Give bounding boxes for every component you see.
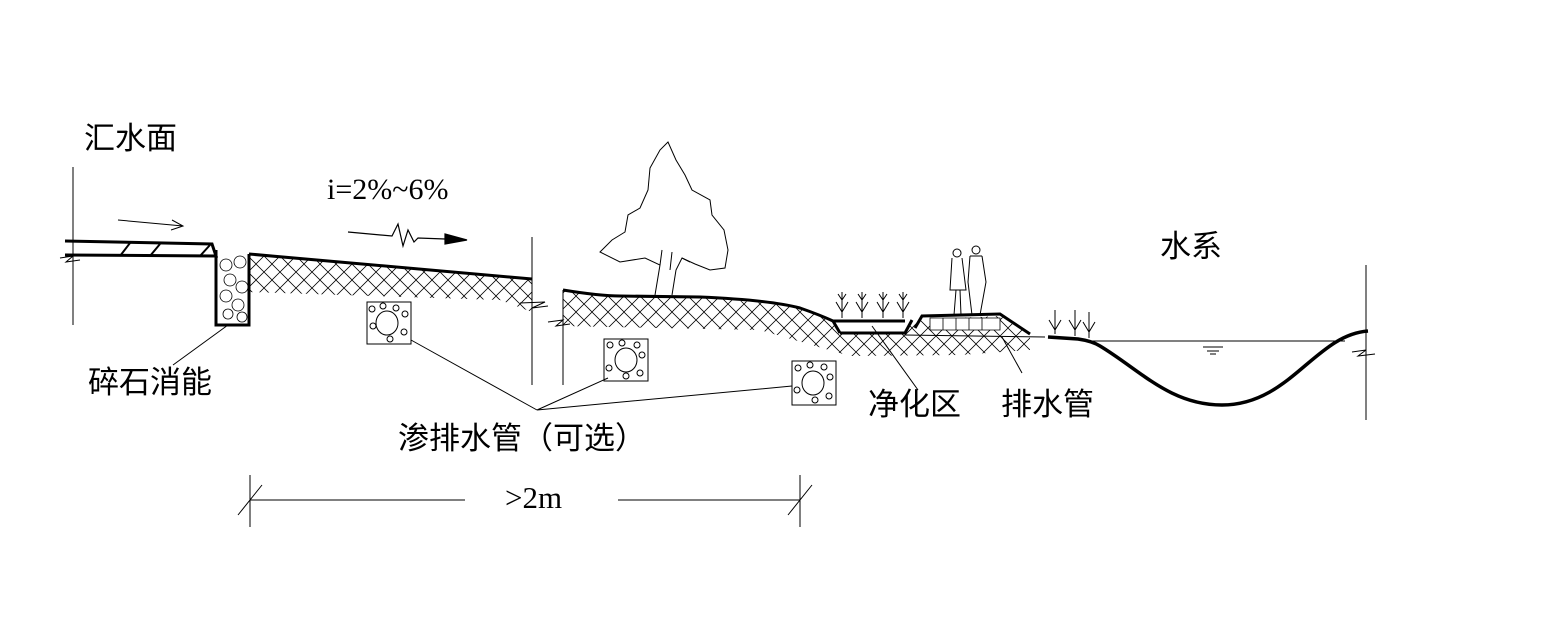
water-level-icon xyxy=(1203,346,1223,355)
dimension-label: >2m xyxy=(505,480,563,515)
seepage-pipe-label: 渗排水管（可选） xyxy=(398,421,646,457)
slope-ground-2 xyxy=(562,288,1046,356)
seepage-pipe-1 xyxy=(366,301,412,345)
catchment-label: 汇水面 xyxy=(84,121,177,157)
gravel-energy-label: 碎石消能 xyxy=(88,365,212,401)
plant-icons xyxy=(835,292,1096,338)
slope-ground-1 xyxy=(248,252,533,312)
gravel-pit xyxy=(214,250,251,327)
people-icon xyxy=(949,245,987,316)
flow-arrow-icon xyxy=(117,219,185,231)
leader-lines xyxy=(172,324,1023,411)
seepage-pipe-2 xyxy=(603,338,649,382)
slope-label: i=2%~6% xyxy=(327,173,449,206)
break-line-left xyxy=(59,167,81,325)
roof-slab xyxy=(64,239,219,258)
seepage-pipe-3 xyxy=(791,360,837,406)
tree-icon xyxy=(599,141,729,296)
break-lines-middle xyxy=(519,237,571,385)
water-body xyxy=(1047,329,1369,407)
dimension-line xyxy=(237,475,813,527)
purification-label: 净化区 xyxy=(868,387,961,423)
water-system-label: 水系 xyxy=(1160,229,1222,265)
break-line-right xyxy=(1351,265,1376,420)
drain-pipe-label: 排水管 xyxy=(1001,387,1094,423)
slope-arrow-icon xyxy=(347,222,468,249)
